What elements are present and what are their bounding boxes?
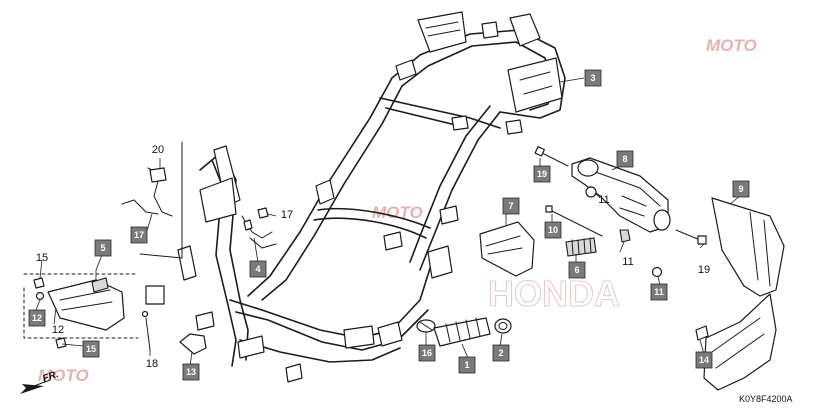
bolt-19-right [675, 229, 707, 245]
diagram-code: K0Y8F4200A [739, 394, 793, 404]
label-20: 20 [152, 144, 164, 156]
under-cover-plate [479, 221, 535, 277]
svg-text:15: 15 [86, 344, 96, 354]
svg-text:16: 16 [422, 348, 432, 358]
callout-2: 2 [492, 344, 510, 362]
callout-13: 13 [182, 363, 200, 381]
callout-8: 8 [616, 150, 634, 168]
svg-text:MOTO: MOTO [38, 366, 89, 385]
bolt-18 [141, 310, 151, 351]
bolt-19-left [534, 146, 569, 167]
label-11-a: 11 [598, 194, 609, 206]
callout-16: 16 [418, 344, 436, 362]
watermark-honda: HONDA [488, 273, 621, 315]
callout-5: 5 [94, 239, 112, 257]
callout-7: 7 [502, 197, 520, 215]
callout-12: 12 [28, 309, 46, 327]
svg-text:3: 3 [590, 73, 595, 83]
inner-mudguard [695, 197, 785, 391]
callout-1: 1 [458, 356, 476, 374]
callout-10: 10 [544, 221, 562, 239]
nut-11-a [585, 186, 597, 198]
svg-text:12: 12 [32, 313, 42, 323]
bolt-10 [545, 205, 603, 237]
nut-11-c [651, 266, 663, 278]
harness-bracket [241, 207, 277, 249]
svg-text:7: 7 [508, 201, 513, 211]
breather-tube [433, 317, 491, 347]
watermark-moto-top-right: MOTO [706, 36, 757, 55]
callout-4: 4 [249, 260, 267, 278]
callout-9: 9 [732, 180, 750, 198]
svg-text:10: 10 [548, 225, 558, 235]
svg-text:17: 17 [134, 230, 144, 240]
svg-text:MOTO: MOTO [372, 203, 423, 222]
nut-11-b [619, 229, 631, 243]
label-11-b: 11 [622, 256, 633, 268]
svg-text:HONDA: HONDA [488, 273, 620, 314]
callout-17: 17 [130, 226, 148, 244]
dashed-group-box [23, 273, 139, 339]
watermark-moto-bottom-left: MOTO [38, 366, 89, 385]
rubber-bushing [565, 237, 597, 257]
clamp-16 [416, 319, 436, 333]
watermark-moto-center: MOTO [372, 203, 423, 222]
svg-text:8: 8 [622, 154, 627, 164]
svg-text:FR.: FR. [41, 369, 60, 385]
callout-14: 14 [695, 351, 713, 369]
label-12: 12 [52, 324, 64, 336]
callout-15: 15 [82, 340, 100, 358]
label-19: 19 [698, 264, 710, 276]
svg-text:1: 1 [464, 360, 469, 370]
main-frame [177, 11, 566, 383]
clamp-2 [494, 318, 512, 334]
svg-text:13: 13 [186, 367, 196, 377]
front-direction-arrow: FR. [20, 369, 60, 394]
callout-6: 6 [568, 261, 586, 279]
empty-reference-box [145, 285, 165, 305]
label-15: 15 [36, 252, 48, 264]
side-step-bracket [33, 277, 125, 349]
engine-hanger-bracket [571, 157, 671, 233]
callout-11: 11 [650, 283, 668, 301]
svg-text:MOTO: MOTO [706, 36, 757, 55]
svg-text:11: 11 [654, 287, 664, 297]
svg-text:2: 2 [498, 348, 503, 358]
label-18: 18 [146, 358, 158, 370]
stand-bracket-group [121, 141, 183, 259]
callout-19: 19 [533, 165, 551, 183]
svg-text:14: 14 [699, 355, 709, 365]
svg-text:5: 5 [100, 243, 105, 253]
callout-3: 3 [584, 69, 602, 87]
label-17: 17 [281, 209, 293, 221]
svg-text:19: 19 [537, 169, 547, 179]
clip-13 [179, 333, 207, 355]
svg-text:4: 4 [255, 264, 260, 274]
svg-text:9: 9 [738, 184, 743, 194]
svg-text:6: 6 [574, 265, 579, 275]
